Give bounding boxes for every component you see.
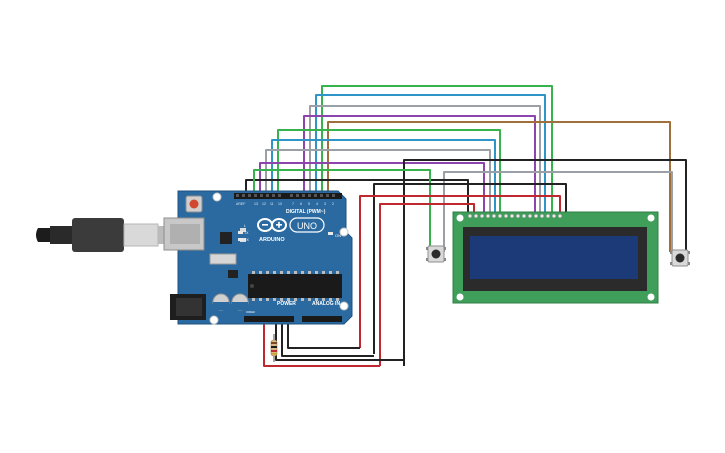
wire-black-lcd[interactable] [373,183,567,354]
wire-blue-outer[interactable] [315,94,546,214]
wire-brown[interactable] [327,121,671,252]
wire-gray-inner[interactable] [265,149,491,214]
svg-text:13: 13 [254,202,258,206]
lcd-screen [470,236,638,279]
lcd-16x2-module[interactable] [452,211,659,304]
ioref-label: IOREF [246,310,255,314]
svg-text:7: 7 [292,202,294,206]
on-led-label: ON [335,233,341,238]
arduino-brand-label: ARDUINO [259,237,285,243]
wire-black-bottom[interactable] [275,316,405,366]
tx-led-label: TX [244,231,249,235]
power-header-label: POWER [277,301,296,307]
svg-text:6: 6 [300,202,302,206]
arduino-model-label: UNO [297,221,317,231]
analog-header-label: ANALOG IN [312,301,340,307]
svg-text:12: 12 [262,202,266,206]
wire-green-button[interactable] [253,169,431,248]
wire-gray-right[interactable] [443,171,673,254]
rx-led-label: RX [244,238,250,242]
wire-green-outer[interactable] [321,85,553,214]
arduino-uno-board[interactable]: AREF 13 12 11 10 7 6 5 4 3 2 [163,190,353,325]
wire-black-gnd2[interactable] [287,316,360,349]
svg-text:4: 4 [316,202,318,206]
digital-header-label: DIGITAL (PWM~) [286,209,326,215]
wire-red-lcd-a[interactable] [359,195,561,348]
svg-text:5: 5 [308,202,310,206]
arduino-infinity-logo [257,218,287,232]
svg-text:AREF: AREF [236,202,245,206]
svg-text:11: 11 [270,202,274,206]
svg-text:10: 10 [278,202,282,206]
pushbutton-right-icon[interactable] [670,249,690,267]
wires [245,85,687,367]
wire-black-gnd[interactable] [281,316,374,357]
l-led-label: L [244,224,246,228]
wire-black-right[interactable] [403,159,687,366]
resistor-icon[interactable] [270,334,278,362]
wire-purple-inner[interactable] [259,162,485,214]
svg-text:2: 2 [332,202,334,206]
pushbutton-left-icon[interactable] [426,245,446,263]
wire-red-lcd-b[interactable] [379,203,475,366]
svg-text:3: 3 [324,202,326,206]
wire-purple-outer[interactable] [303,115,536,214]
usb-cable-icon[interactable] [36,218,164,252]
